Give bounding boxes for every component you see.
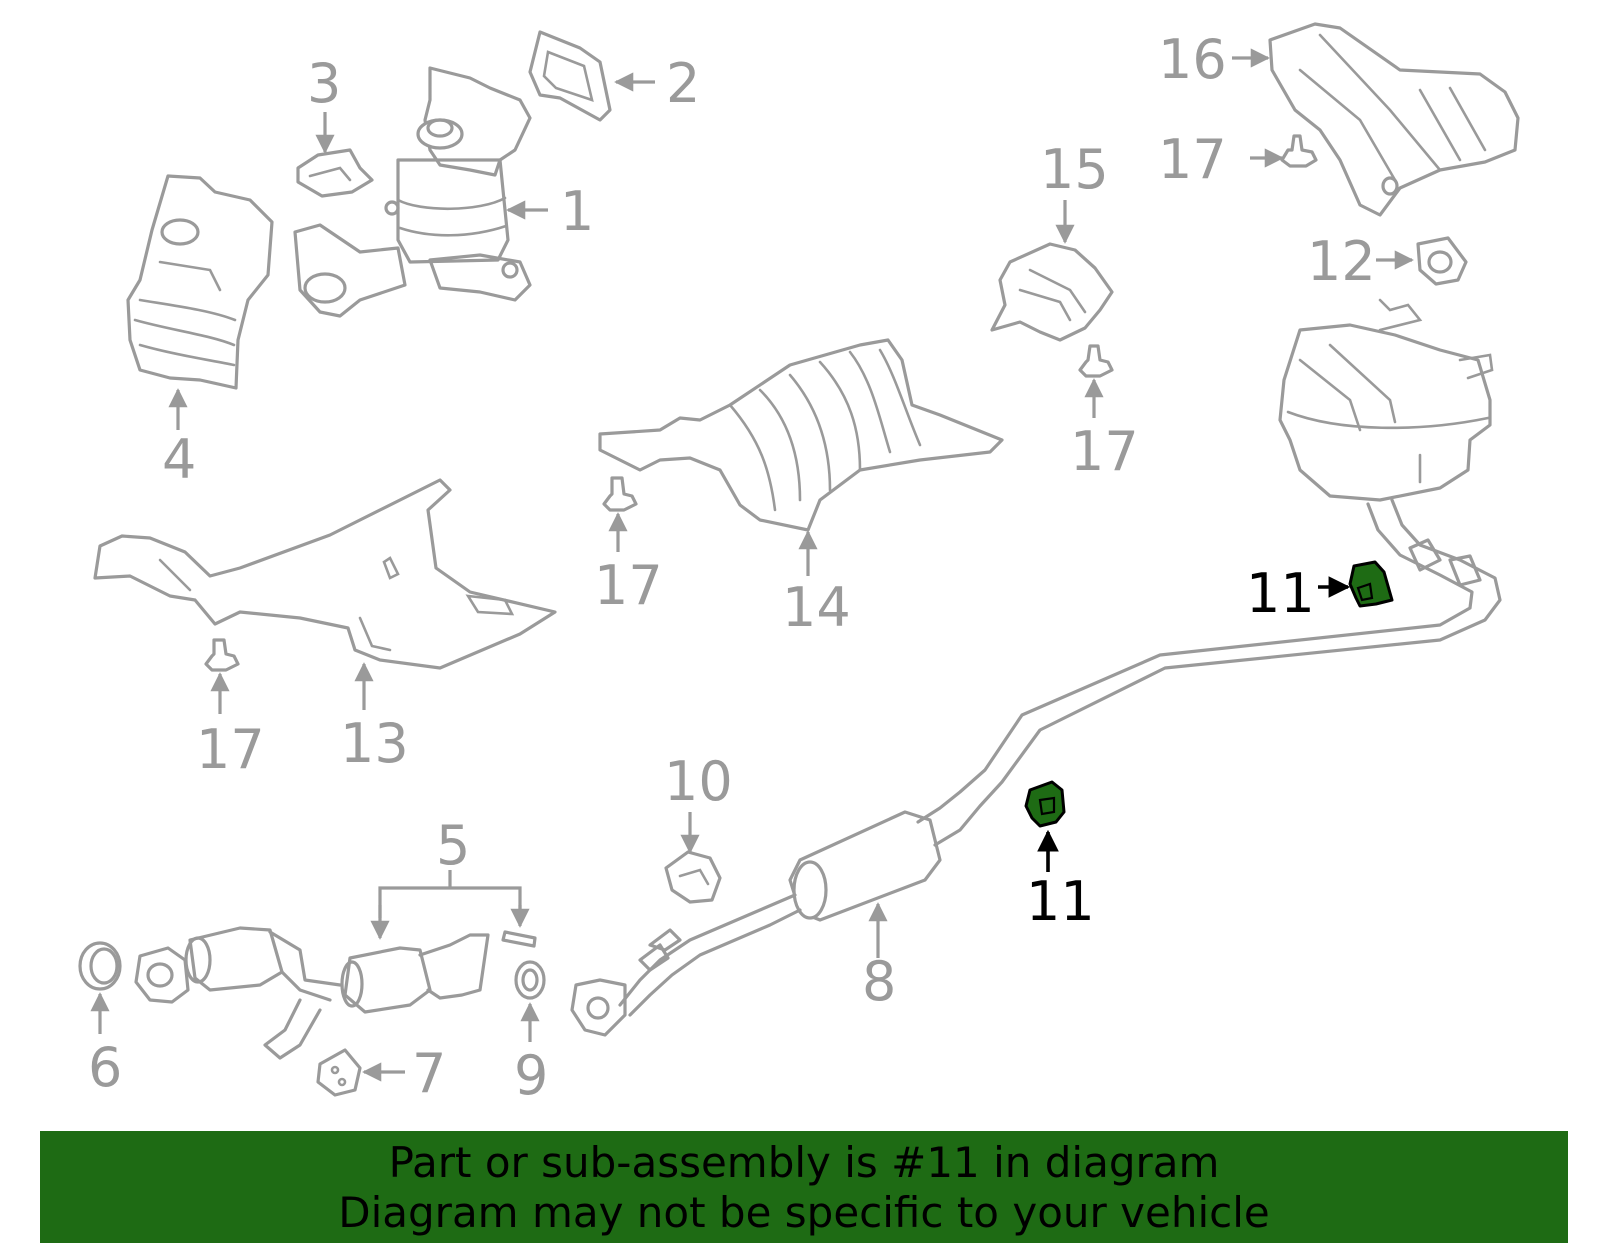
part-4-heat-shield[interactable] (126, 174, 274, 390)
part-17-bolt-b[interactable] (602, 476, 638, 512)
callout-3: 3 (307, 52, 341, 115)
callout-11a: 11 (1246, 562, 1315, 625)
part-13-heat-shield[interactable] (93, 478, 557, 670)
part-8-resonator[interactable] (570, 810, 942, 1037)
callout-6: 6 (88, 1036, 122, 1099)
part-12-ring[interactable] (1416, 236, 1468, 286)
callout-11b: 11 (1026, 870, 1095, 933)
pin (501, 930, 537, 948)
part-14-heat-shield[interactable] (598, 338, 1004, 532)
callout-16: 16 (1158, 28, 1227, 91)
part-11-hanger-lower[interactable] (1024, 780, 1066, 828)
callout-17b: 17 (594, 554, 663, 617)
banner-line-1: Part or sub-assembly is #11 in diagram (388, 1138, 1220, 1187)
rear-muffler (1278, 298, 1494, 502)
part-5-front-pipe[interactable] (134, 926, 490, 1060)
part-17-bolt-c[interactable] (1078, 344, 1114, 378)
callout-1: 1 (560, 180, 594, 243)
callout-5: 5 (436, 814, 470, 877)
part-11-hanger-upper[interactable] (1348, 560, 1394, 608)
callout-13: 13 (340, 712, 409, 775)
part-1-catalytic-converter[interactable] (293, 66, 532, 318)
callout-4: 4 (162, 428, 196, 491)
callout-2: 2 (666, 52, 700, 115)
part-17-bolt-a[interactable] (204, 638, 240, 672)
part-3-bracket[interactable] (296, 148, 374, 198)
info-banner: Part or sub-assembly is #11 in diagram D… (40, 1131, 1568, 1243)
callout-15: 15 (1040, 138, 1109, 201)
part-2-gasket[interactable] (528, 30, 612, 122)
part-10-grommet[interactable] (664, 850, 722, 904)
exhaust-pipe (916, 498, 1502, 847)
leader-5-bracket (378, 886, 522, 918)
callout-17a: 17 (196, 718, 265, 781)
callout-17d: 17 (1158, 128, 1227, 191)
callout-10: 10 (664, 750, 733, 813)
part-15-heat-shield[interactable] (990, 242, 1114, 342)
part-9-gasket-ring[interactable] (514, 960, 546, 1000)
callout-8: 8 (862, 950, 896, 1013)
part-16-heat-shield[interactable] (1268, 22, 1520, 217)
callout-9: 9 (514, 1044, 548, 1107)
part-6-gasket-ring[interactable] (78, 941, 122, 991)
callout-7: 7 (412, 1042, 446, 1105)
callout-12: 12 (1307, 230, 1376, 293)
banner-line-2: Diagram may not be specific to your vehi… (338, 1188, 1270, 1237)
callout-17c: 17 (1070, 420, 1139, 483)
callout-14: 14 (782, 576, 851, 639)
part-7-plate[interactable] (316, 1048, 362, 1097)
part-17-bolt-d[interactable] (1280, 134, 1318, 168)
